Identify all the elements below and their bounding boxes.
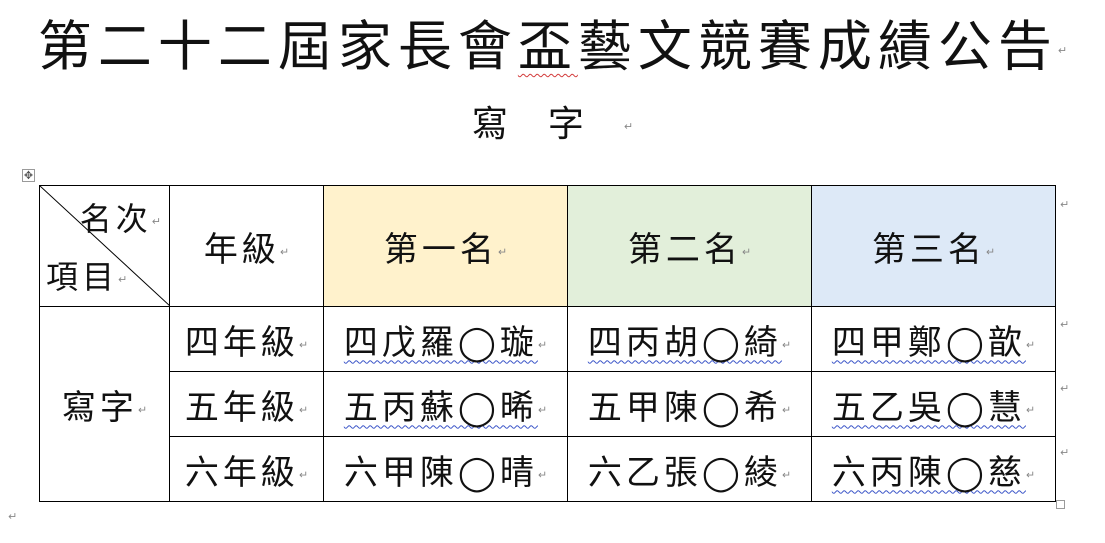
header-grade[interactable]: 年級↵ xyxy=(169,185,324,307)
row-end-mark-icon: ↵ xyxy=(1060,318,1070,331)
category-cell[interactable]: 寫字↵ xyxy=(39,306,170,502)
corner-diagonal-cell[interactable]: 名次↵ 項目↵ xyxy=(39,185,170,307)
document-subtitle: 寫字↵ xyxy=(0,100,1105,152)
grade-cell[interactable]: 四年級↵ xyxy=(169,306,324,372)
second-place-cell[interactable]: 六乙張◯綾↵ xyxy=(567,436,812,502)
grade-cell[interactable]: 六年級↵ xyxy=(169,436,324,502)
title-prefix: 第二十二屆家長會 xyxy=(37,15,518,78)
corner-label-rank: 名次↵ xyxy=(79,200,161,238)
paragraph-mark-icon: ↵ xyxy=(8,510,18,523)
table-row: 六年級↵ 六甲陳◯晴↵ 六乙張◯綾↵ 六丙陳◯慈↵ xyxy=(40,436,1056,502)
document-title: 第二十二屆家長會盃藝文競賽成績公告↵ xyxy=(0,12,1105,86)
first-place-cell[interactable]: 六甲陳◯晴↵ xyxy=(323,436,568,502)
row-end-mark-icon: ↵ xyxy=(1060,382,1070,395)
title-suffix: 藝文競賽成績公告 xyxy=(577,15,1058,78)
paragraph-mark-icon: ↵ xyxy=(1057,44,1068,57)
second-place-cell[interactable]: 四丙胡◯綺↵ xyxy=(567,306,812,372)
title-flagged-char: 盃 xyxy=(517,15,578,78)
first-place-cell[interactable]: 五丙蘇◯晞↵ xyxy=(323,371,568,437)
grade-cell[interactable]: 五年級↵ xyxy=(169,371,324,437)
paragraph-mark-icon: ↵ xyxy=(623,120,634,133)
corner-label-item: 項目↵ xyxy=(46,258,128,296)
table-resize-handle[interactable] xyxy=(1056,500,1065,509)
header-second-place[interactable]: 第二名↵ xyxy=(567,185,812,307)
row-end-mark-icon: ↵ xyxy=(1060,446,1070,459)
third-place-cell[interactable]: 六丙陳◯慈↵ xyxy=(811,436,1056,502)
table-move-handle-icon[interactable]: ✥ xyxy=(22,169,35,182)
diagonal-line xyxy=(40,186,170,306)
first-place-cell[interactable]: 四戊羅◯璇↵ xyxy=(323,306,568,372)
table-header-row: 名次↵ 項目↵ 年級↵ 第一名↵ 第二名↵ 第三名↵ xyxy=(39,185,1056,307)
third-place-cell[interactable]: 四甲鄭◯歆↵ xyxy=(811,306,1056,372)
row-end-mark-icon: ↵ xyxy=(1060,198,1070,211)
third-place-cell[interactable]: 五乙吳◯慧↵ xyxy=(811,371,1056,437)
second-place-cell[interactable]: 五甲陳◯希↵ xyxy=(567,371,812,437)
results-table: 名次↵ 項目↵ 年級↵ 第一名↵ 第二名↵ 第三名↵ 寫字↵ 四年級↵ 四戊羅◯… xyxy=(39,185,1056,502)
header-third-place[interactable]: 第三名↵ xyxy=(811,185,1056,307)
header-first-place[interactable]: 第一名↵ xyxy=(323,185,568,307)
table-row: 寫字↵ 四年級↵ 四戊羅◯璇↵ 四丙胡◯綺↵ 四甲鄭◯歆↵ xyxy=(39,306,1056,502)
table-row: 五年級↵ 五丙蘇◯晞↵ 五甲陳◯希↵ 五乙吳◯慧↵ xyxy=(40,371,1056,437)
subtitle-text: 寫字 xyxy=(471,104,624,145)
